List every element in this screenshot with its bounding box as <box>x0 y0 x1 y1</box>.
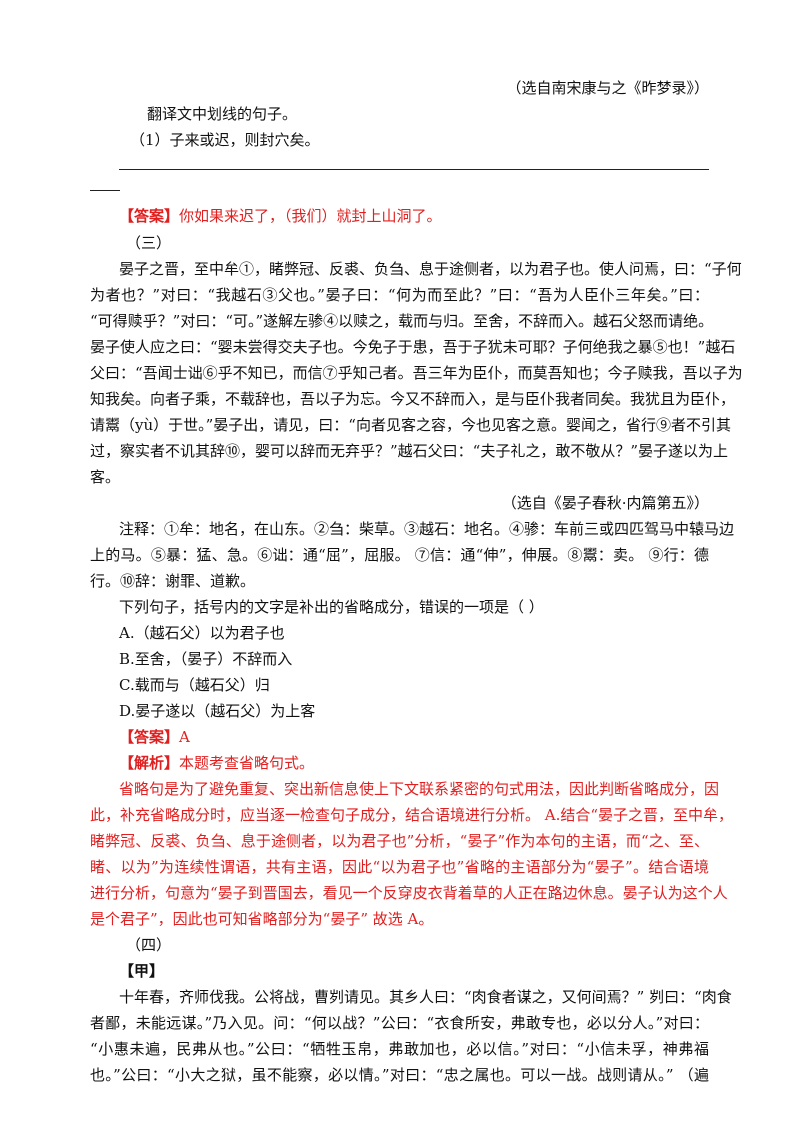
passage-3-line-9: 客。 <box>90 468 121 486</box>
passage-jia-label: 【甲】 <box>119 962 165 980</box>
analysis-line-6: 是个君子”，因此也可知省略部分为“晏子” 故选 A。 <box>90 910 434 928</box>
passage-3-line-2: 为者也？”对曰：“我越石③父也。”晏子曰：“何为而至此？”曰：“吾为人臣仆三年矣… <box>90 286 709 304</box>
analysis-line-3: 睹弊冠、反裘、负刍、息于途侧者，以为君子也”分析，“晏子”作为本句的主语，而“之… <box>90 832 709 850</box>
answer-tag: 【答案】 <box>119 728 180 746</box>
passage-3-line-3: “可得赎乎？”对曰：“可。”遂解左骖④以赎之，载而与归。至舍，不辞而入。越石父怒… <box>90 312 714 330</box>
option-b: B.至舍，（晏子）不辞而入 <box>119 650 293 668</box>
option-c: C.载而与（越石父）归 <box>119 676 270 694</box>
passage-3-line-8: 过，察实者不讥其辞⑩，婴可以辞而无弃乎？”越石父曰：“夫子礼之，敢不敬从？”晏子… <box>90 442 729 460</box>
notes-line-2: 上的马。⑤暴：猛、急。⑥诎：通“屈”，屈服。 ⑦信：通“伸”，伸展。⑧鬻：卖。 … <box>90 546 709 564</box>
answer-blank-line <box>119 169 709 170</box>
passage-4-line-2: 者鄙，未能远谋。”乃入见。问：“何以战？”公曰：“衣食所安，弗敢专也，必以分人。… <box>90 1014 709 1032</box>
passage-4-line-3: “小惠未遍，民弗从也。”公曰：“牺牲玉帛，弗敢加也，必以信。”对曰：“小信未孚，… <box>90 1040 709 1058</box>
notes-line-1: 注释：①牟：地名，在山东。②刍：柴草。③越石：地名。④骖：车前三或四匹驾马中辕马… <box>119 520 735 538</box>
passage-3-line-7: 请鬻（yù）于世。”晏子出，请见，曰：“向者见客之容，今也见客之意。婴闻之，省行… <box>90 416 731 434</box>
passage-3-line-1: 晏子之晋，至中牟①，睹弊冠、反裘、负刍、息于途侧者，以为君子也。使人问焉，曰：“… <box>119 260 742 278</box>
passage-3-line-6: 知我矣。向者子乘，不载辞也，吾以子为忘。今又不辞而入，是与臣仆我者同矣。我犹且为… <box>90 390 736 408</box>
section-heading-4: （四） <box>126 936 172 954</box>
answer-1: 【答案】你如果来迟了，（我们）就封上山洞了。 <box>119 206 709 226</box>
multiple-choice-question: 下列句子，括号内的文字是补出的省略成分，错误的一项是（ ） <box>119 598 544 616</box>
passage-4-line-1: 十年春，齐师伐我。公将战，曹刿请见。其乡人曰：“肉食者谋之，又何间焉？” 刿曰：… <box>119 988 732 1006</box>
source-citation-1: （选自南宋康与之《昨梦录》） <box>506 79 709 97</box>
analysis-line-2: 此，补充省略成分时，应当逐一检查句子成分，结合语境进行分析。 A.结合“晏子之晋… <box>90 806 734 824</box>
analysis-line-4: 睹、以为”为连续性谓语，共有主语，因此“以为君子也”省略的主语部分为“晏子”。结… <box>90 858 709 876</box>
source-citation-3: （选自《晏子春秋·内篇第五》） <box>501 494 709 512</box>
answer-blank-line-short <box>90 190 120 191</box>
passage-3-line-5: 父曰：“吾闻士诎⑥乎不知已，而信⑦乎知己者。吾三年为臣仆，而莫吾知也；今子赎我，… <box>90 364 743 382</box>
passage-3-line-4: 晏子使人应之曰：“婴未尝得交夫子也。今免子于患，吾于子犹未可耶？子何绝我之暴⑤也… <box>90 338 736 356</box>
option-d: D.晏子遂以（越石父）为上客 <box>119 702 316 720</box>
option-a: A.（越石父）以为君子也 <box>119 624 285 642</box>
passage-4-line-4: 也。”公曰：“小大之狱，虽不能察，必以情。”对曰：“忠之属也。可以一战。战则请从… <box>90 1066 709 1084</box>
answer-2: 【答案】A <box>119 727 709 747</box>
notes-line-3: 行。⑩辞：谢罪、道歉。 <box>90 572 256 590</box>
task-instruction: 翻译文中划线的句子。 <box>147 105 298 123</box>
analysis-line-5: 进行分析，句意为“晏子到晋国去，看见一个反穿皮衣背着草的人正在路边休息。晏子认为… <box>90 884 728 902</box>
answer-text: A <box>179 728 190 746</box>
answer-tag: 【答案】 <box>119 207 180 225</box>
section-heading-3: （三） <box>126 234 172 252</box>
question-1: （1）子来或迟，则封穴矣。 <box>130 131 320 149</box>
analysis-tag: 【解析】 <box>119 754 180 772</box>
analysis-line-1: 省略句是为了避免重复、突出新信息使上下文联系紧密的句式用法，因此判断省略成分，因 <box>119 780 720 798</box>
answer-text: 你如果来迟了，（我们）就封上山洞了。 <box>179 207 442 225</box>
analysis-heading: 【解析】本题考查省略句式。 <box>119 753 709 773</box>
analysis-head-text: 本题考查省略句式。 <box>179 754 315 772</box>
